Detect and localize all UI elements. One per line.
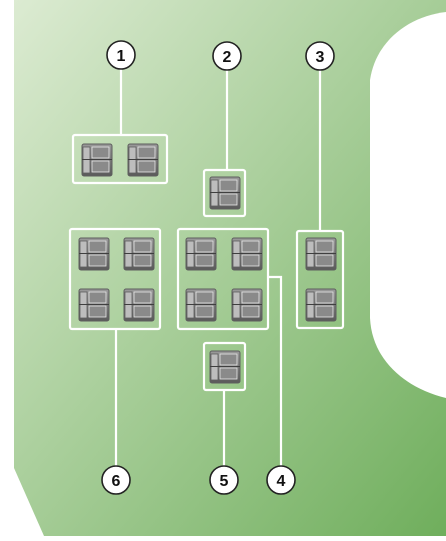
relay-connector-icon (209, 350, 241, 384)
relay-connector-icon (123, 237, 155, 271)
panel-cutout (370, 12, 446, 398)
relay-connector-icon (209, 176, 241, 210)
callout-6: 6 (101, 465, 131, 495)
relay-connector-icon (127, 143, 159, 177)
callout-circle (106, 40, 136, 70)
callout-circle (209, 465, 239, 495)
callout-label-4: 4 (277, 473, 286, 490)
callout-3: 3 (305, 41, 335, 71)
relay-connector-icon (305, 237, 337, 271)
callout-1: 1 (106, 40, 136, 70)
relay-connector-icon (185, 288, 217, 322)
callout-5: 5 (209, 465, 239, 495)
callout-label-2: 2 (223, 49, 232, 66)
relay-connector-icon (81, 143, 113, 177)
callout-label-6: 6 (112, 473, 121, 490)
callout-circle (101, 465, 131, 495)
group-frame-2 (202, 168, 247, 218)
callout-label-5: 5 (220, 473, 229, 490)
relay-connector-icon (78, 237, 110, 271)
relay-connector-icon (305, 288, 337, 322)
relay-connector-icon (78, 288, 110, 322)
leader-line-4 (268, 275, 283, 466)
relay-connector-icon (231, 288, 263, 322)
relay-connector-icon (123, 288, 155, 322)
relay-connector-icon (185, 237, 217, 271)
callout-circle (266, 465, 296, 495)
callout-label-1: 1 (117, 48, 126, 65)
callout-4: 4 (266, 465, 296, 495)
callout-circle (212, 41, 242, 71)
callout-2: 2 (212, 41, 242, 71)
callout-circle (305, 41, 335, 71)
relay-connector-icon (231, 237, 263, 271)
callout-label-3: 3 (316, 49, 325, 66)
group-frame-4 (176, 227, 270, 331)
